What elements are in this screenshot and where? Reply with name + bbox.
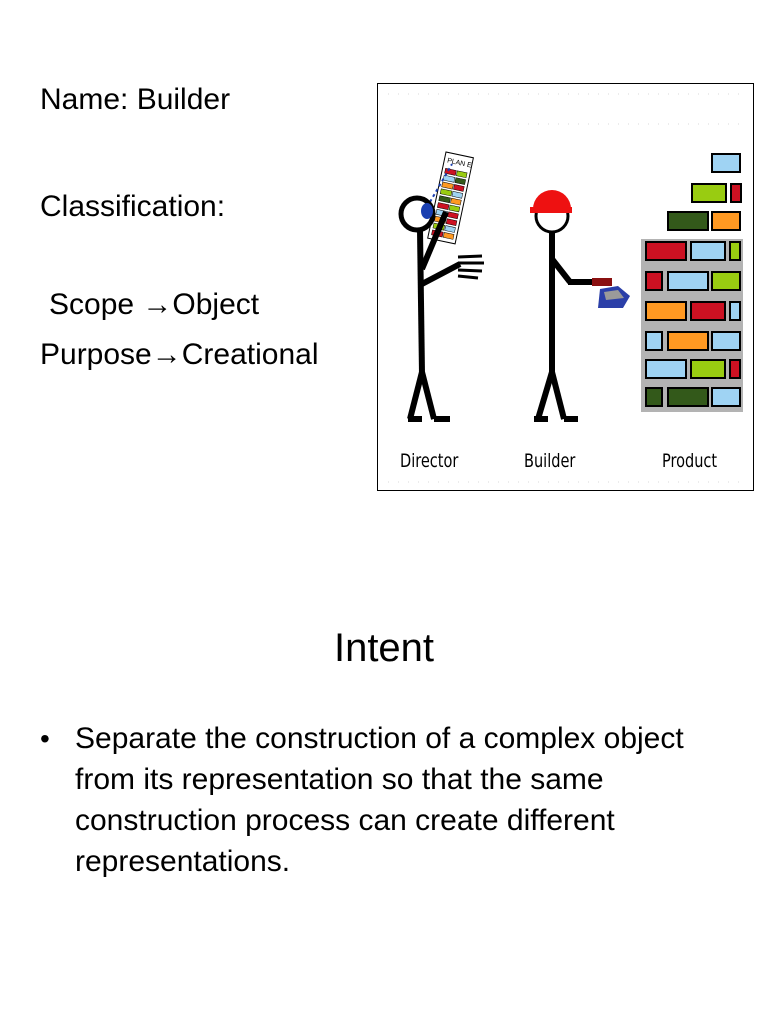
wall-brick: [690, 359, 726, 379]
wall-brick: [645, 301, 687, 321]
wall-brick: [729, 301, 741, 321]
builder-figure: [530, 190, 630, 422]
wall-brick: [711, 271, 741, 291]
bullet-marker: •: [40, 723, 50, 754]
director-label: Director: [400, 450, 459, 472]
wall-brick: [667, 331, 709, 351]
classification-line: Classification:: [40, 190, 226, 223]
intent-bullet: • Separate the construction of a complex…: [40, 718, 740, 882]
wall-brick: [711, 153, 741, 173]
wall-brick: [729, 241, 741, 261]
wall-brick: [690, 241, 726, 261]
wall-brick: [729, 359, 741, 379]
wall-brick: [730, 183, 742, 203]
wall-brick: [711, 211, 741, 231]
product-wall: [641, 153, 743, 412]
purpose-line: Purpose→Creational: [40, 338, 319, 371]
name-line: Name: Builder: [40, 83, 231, 116]
illustration-drawing: PLAN E: [388, 93, 748, 483]
scope-line: Scope →Object: [49, 288, 260, 321]
wall-brick: [711, 387, 741, 407]
intent-heading: Intent: [333, 626, 435, 670]
wall-brick: [645, 271, 663, 291]
builder-pattern-illustration: PLAN E: [377, 83, 754, 491]
wall-brick: [645, 241, 687, 261]
builder-label: Builder: [524, 450, 576, 472]
wall-brick: [645, 331, 663, 351]
wall-brick: [691, 183, 727, 203]
plan-sheet: PLAN E: [427, 151, 474, 245]
wall-brick: [645, 359, 687, 379]
wall-brick: [711, 331, 741, 351]
product-label: Product: [662, 450, 718, 472]
wall-brick: [690, 301, 726, 321]
wall-brick: [667, 387, 709, 407]
wall-brick: [645, 387, 663, 407]
intent-bullet-text: Separate the construction of a complex o…: [75, 722, 684, 878]
wall-brick: [667, 271, 709, 291]
director-figure: PLAN E: [398, 151, 484, 422]
wall-brick: [667, 211, 709, 231]
